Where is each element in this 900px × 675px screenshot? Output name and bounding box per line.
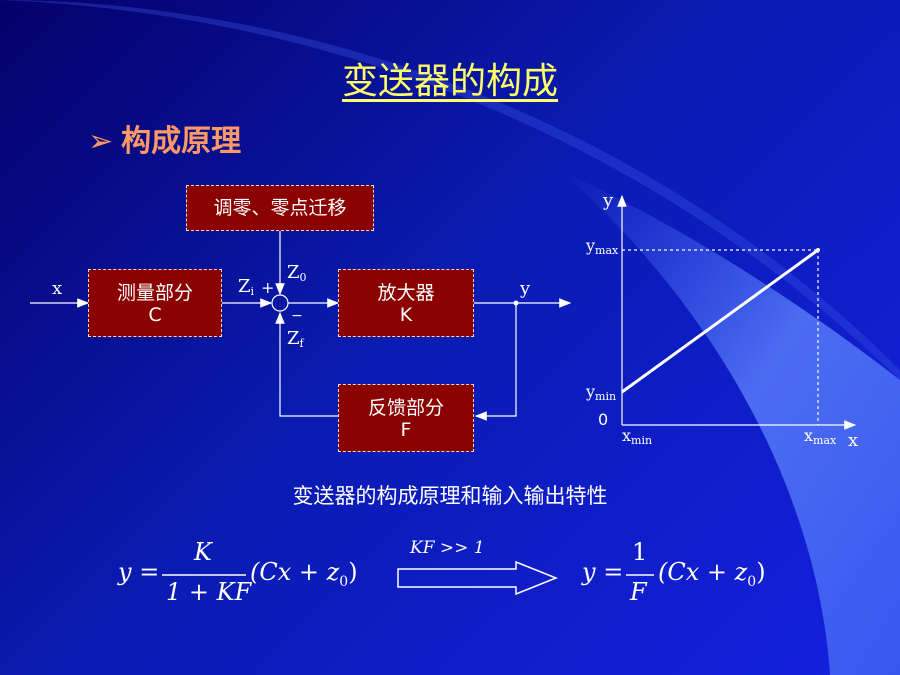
- right-lhs: y =: [582, 558, 624, 586]
- plus-sign: +: [261, 278, 275, 297]
- measure-box-symbol: C: [148, 304, 162, 326]
- zf-label: Zf: [287, 328, 304, 350]
- end-point: [816, 248, 820, 252]
- xmin-label: xmin: [622, 426, 653, 447]
- xmax-label: xmax: [804, 426, 837, 447]
- bullet-heading: ➢构成原理: [88, 116, 241, 160]
- amplifier-box-symbol: K: [399, 304, 413, 326]
- input-label: x: [52, 278, 63, 299]
- branch-point: [513, 300, 519, 306]
- zi-label: Zi: [238, 276, 255, 298]
- slide-title: 变送器的构成: [341, 61, 558, 102]
- arrow-bullet-icon: ➢: [88, 124, 114, 159]
- characteristic-line: [621, 248, 819, 394]
- condition-text: KF >> 1: [410, 538, 485, 558]
- minus-sign: −: [291, 308, 303, 324]
- origin-label: 0: [598, 410, 609, 429]
- ymax-label: ymax: [586, 236, 619, 257]
- right-rhs: (Cx + z0): [658, 558, 766, 590]
- left-lhs: y =: [118, 558, 160, 586]
- implies-arrow-icon: [397, 560, 559, 596]
- z0-label: Z0: [287, 262, 307, 284]
- left-rhs: (Cx + z0): [250, 558, 358, 590]
- feedback-out-line: [275, 311, 338, 417]
- ymin-label: ymin: [586, 382, 617, 403]
- figure-caption: 变送器的构成原理和输入输出特性: [292, 484, 608, 508]
- chart-y-axis-label: y: [603, 190, 614, 211]
- measure-box: 测量部分 C: [88, 269, 222, 337]
- amplifier-box: 放大器 K: [338, 269, 474, 337]
- right-denominator: F: [630, 578, 647, 606]
- zero-adjust-box: 调零、零点迁移: [186, 185, 374, 231]
- feedback-box: 反馈部分 F: [338, 384, 474, 452]
- bullet-text: 构成原理: [121, 124, 242, 159]
- amplifier-box-title: 放大器: [377, 282, 435, 304]
- left-denominator: 1 + KF: [166, 578, 252, 606]
- feedback-box-title: 反馈部分: [367, 397, 444, 419]
- feedback-in-line: [474, 303, 517, 421]
- feedback-box-symbol: F: [400, 419, 412, 441]
- measure-box-title: 测量部分: [116, 282, 193, 304]
- right-numerator: 1: [632, 538, 648, 566]
- left-numerator: K: [194, 538, 212, 566]
- output-label: y: [520, 278, 531, 299]
- chart-x-axis-label: x: [848, 430, 859, 451]
